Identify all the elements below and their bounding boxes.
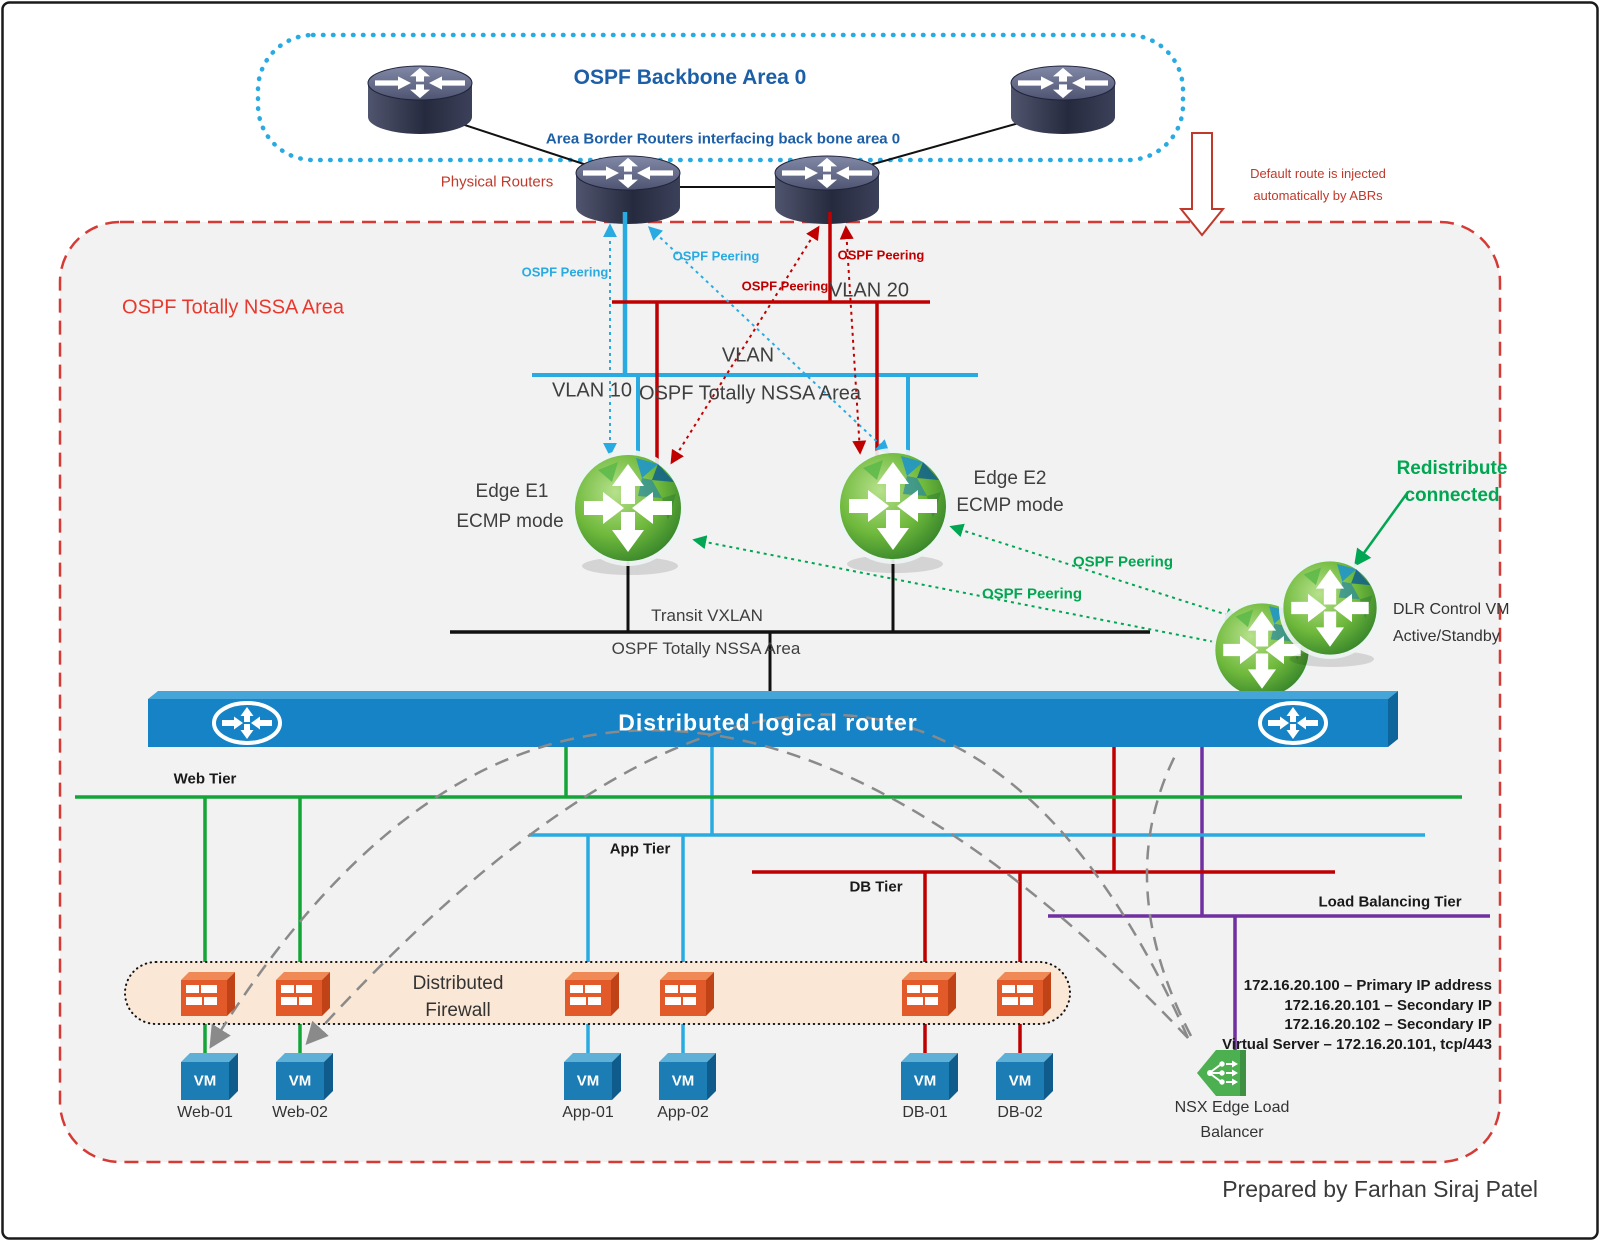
vm-label-db-01: DB-01 [902, 1104, 948, 1121]
firewall-icon-db-01 [902, 972, 956, 1016]
nsx-edge-lb-label: NSX Edge Load Balancer [1174, 1099, 1290, 1141]
vlan-mid-sublabel: OSPF Totally NSSA Area [639, 382, 861, 405]
physical-routers-label: Physical Routers [440, 173, 554, 191]
default-route-arrow [1178, 132, 1226, 237]
vm-glyph-label: VM [193, 1072, 217, 1090]
edge-e2-mode: ECMP mode [956, 495, 1064, 516]
backbone-router-right-icon [1010, 65, 1116, 135]
ospf-peering-arrows [603, 223, 891, 465]
default-route-note: Default route is injected automatically … [1250, 166, 1386, 203]
backbone-router-left-icon [367, 65, 473, 135]
ospf-peering-blue-1: OSPF Peering [521, 264, 609, 280]
vlan-mid-label: VLAN [721, 344, 775, 367]
edge-e1-name: Edge E1 [475, 481, 549, 502]
load-balancer-traffic-arcs [209, 713, 1193, 1049]
vm-label-web-01: Web-01 [177, 1104, 233, 1121]
vm-glyph-label: VM [671, 1072, 695, 1090]
firewall-icon-web-01 [181, 972, 235, 1016]
author-credit: Prepared by Farhan Siraj Patel [1222, 1176, 1538, 1202]
vm-glyph-label: VM [288, 1072, 312, 1090]
vm-label-app-01: App-01 [562, 1104, 614, 1121]
vm-glyph-label: VM [1008, 1072, 1032, 1090]
lb-ip-line: 172.16.20.100 – Primary IP address [1243, 977, 1492, 994]
backbone-title: OSPF Backbone Area 0 [573, 66, 807, 89]
ospf-peering-blue-2: OSPF Peering [672, 248, 760, 264]
load-balancer-ip-list: 172.16.20.100 – Primary IP address 172.1… [1222, 976, 1492, 1054]
vlan10-label: VLAN 10 [551, 379, 633, 402]
ospf-peering-red-1: OSPF Peering [741, 278, 829, 294]
firewall-icon-app-02 [660, 972, 714, 1016]
firewall-icon-app-01 [565, 972, 619, 1016]
vm-glyph-label: VM [576, 1072, 600, 1090]
vm-label-app-02: App-02 [657, 1104, 709, 1121]
distributed-firewall-label: Distributed Firewall [412, 973, 504, 1021]
abr-router-right-icon [774, 155, 880, 225]
db-tier-label: DB Tier [849, 878, 903, 896]
ospf-peering-red-2: OSPF Peering [837, 247, 925, 263]
lb-ip-line: Virtual Server – 172.16.20.101, tcp/443 [1222, 1035, 1492, 1053]
nssa-area-title: OSPF Totally NSSA Area [122, 296, 344, 319]
abr-caption: Area Border Routers interfacing back bon… [545, 130, 901, 148]
dlr-control-vm-name: DLR Control VM [1393, 601, 1510, 618]
dlr-control-vm-mode: Active/Standby [1393, 628, 1500, 645]
backbone-area-boundary [255, 32, 1186, 163]
nsx-edge-load-balancer-icon [1197, 1050, 1246, 1096]
vm-label-web-02: Web-02 [272, 1104, 328, 1121]
green-peering-arrows [692, 491, 1410, 650]
firewall-icon-db-02 [997, 972, 1051, 1016]
lb-tier-label: Load Balancing Tier [1318, 893, 1462, 911]
lb-ip-line: 172.16.20.101 – Secondary IP [1284, 996, 1492, 1014]
ospf-peering-green-2: OSPF Peering [1072, 553, 1174, 571]
redistribute-arrow [1353, 491, 1410, 567]
transit-nssa-label: OSPF Totally NSSA Area [611, 639, 801, 658]
vm-label-db-02: DB-02 [997, 1104, 1043, 1121]
abr-router-left-icon [575, 155, 681, 225]
edge-e1-mode: ECMP mode [456, 511, 564, 532]
dlr-bar [148, 691, 1398, 747]
app-tier-label: App Tier [609, 840, 671, 858]
edge-e2-name: Edge E2 [973, 468, 1047, 489]
vlan20-label: VLAN 20 [828, 279, 910, 302]
transit-vxlan-label: Transit VXLAN [651, 606, 763, 625]
ospf-peering-green-1: OSPF Peering [981, 585, 1083, 603]
web-tier-label: Web Tier [173, 770, 237, 788]
dlr-bar-title: Distributed logical router [618, 709, 918, 736]
redistribute-note: Redistribute connected [1396, 458, 1508, 506]
vm-glyph-label: VM [913, 1072, 937, 1090]
firewall-icon-web-02 [276, 972, 330, 1016]
lb-ip-line: 172.16.20.102 – Secondary IP [1284, 1016, 1492, 1033]
